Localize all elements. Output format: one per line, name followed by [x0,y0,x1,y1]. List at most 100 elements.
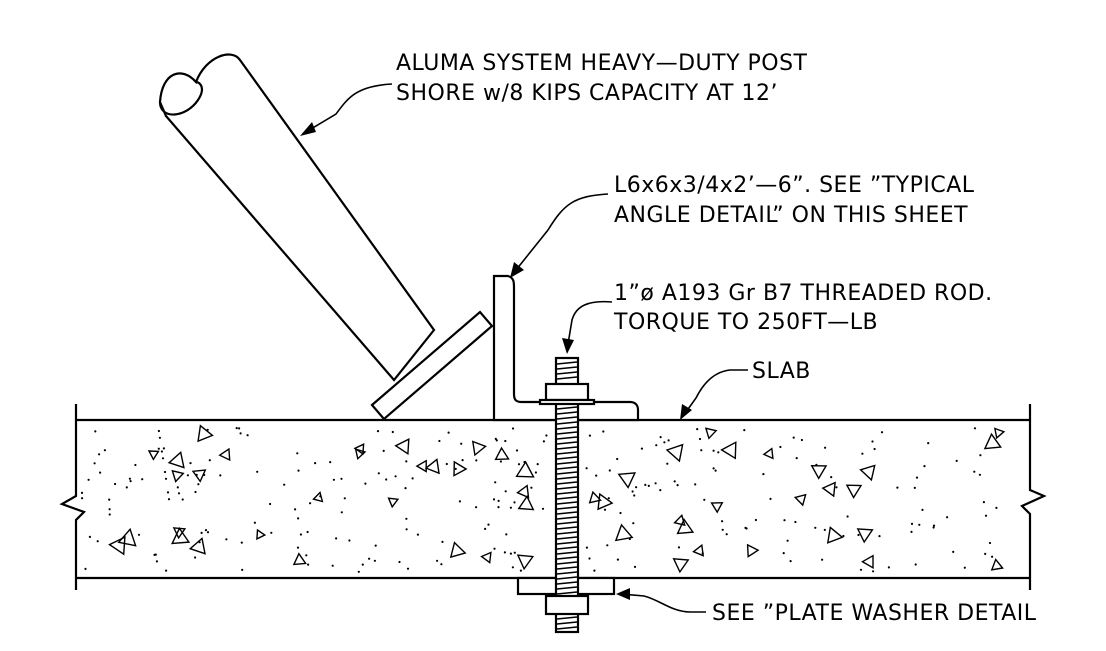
aggregate-dot [914,563,917,566]
aggregate-dot [108,508,111,511]
aggregate-dot [703,498,706,501]
aggregate-dot [932,524,936,527]
post-tube [158,53,436,382]
aggregate-dot [880,431,884,434]
thread-line [556,616,578,620]
post-leader-arrow [300,122,316,136]
aggregate-dot [398,560,401,564]
aggregate-dot [846,515,849,518]
aggregate-dot [157,429,160,433]
aggregate-triangle [256,528,267,541]
rod-label-line2: TORQUE TO 250FT—LB [613,310,878,335]
thread-line [556,626,578,630]
concrete-aggregate-hatch [80,424,1006,574]
aggregate-dot [871,440,874,443]
aggregate-triangle [617,472,637,489]
aggregate-dot [655,444,658,447]
aggregate-dot [973,470,976,473]
aggregate-dot [499,460,502,463]
aggregate-dot [96,540,99,543]
aggregate-triangle [424,458,440,475]
aggregate-dot [769,497,772,500]
aggregate-dot [194,490,197,494]
aggregate-dot [676,484,679,487]
aggregate-dot [659,489,662,492]
aggregate-dot [307,563,310,566]
aggregate-dot [331,564,334,567]
aggregate-dot [666,462,669,465]
aggregate-dot [219,474,222,477]
aggregate-dot [189,462,192,465]
aggregate-dot [511,566,514,569]
aggregate-dot [475,459,478,462]
aggregate-dot [181,498,184,501]
aggregate-dot [447,431,450,434]
aggregate-dot [256,470,259,473]
aggregate-dot [585,467,588,470]
aggregate-dot [783,519,786,522]
thread-line [556,621,578,625]
aggregate-dot [405,528,408,531]
aggregate-dot [635,486,638,489]
aggregate-triangle [312,491,324,503]
aggregate-dot [988,541,992,545]
thread-line [556,581,578,585]
aggregate-dot [955,459,958,462]
rod-leader [567,300,613,345]
aggregate-triangle [983,432,1002,450]
aggregate-dot [497,506,500,509]
aggregate-dot [497,499,500,502]
aggregate-dot [241,568,244,572]
bottom-nut [544,594,590,616]
aggregate-dot [87,478,90,481]
aggregate-dot [794,520,797,524]
aggregate-dot [910,522,914,526]
aggregate-dot [616,558,620,561]
thread-line [556,551,578,555]
thread-line [556,586,578,590]
thread-line [556,561,578,565]
thread-line [556,361,578,365]
aggregate-dot [530,486,533,489]
aggregate-dot [394,475,397,478]
aggregate-dot [923,465,926,468]
thread-line [556,526,578,530]
aggregate-triangle [588,490,602,504]
thread-line [556,421,578,425]
aggregate-dot [335,537,338,540]
aggregate-dot [979,454,982,457]
aggregate-triangle [516,484,530,499]
aggregate-dot [238,427,241,430]
aggregate-dot [910,530,913,534]
aggregate-triangle [218,447,231,462]
aggregate-triangle [353,443,365,456]
aggregate-dot [309,502,312,505]
aggregate-triangle [117,527,137,547]
aggregate-dot [887,566,891,569]
aggregate-dot [177,492,181,495]
aggregate-dot [542,440,546,443]
aggregate-dot [157,447,160,450]
aggregate-dot [513,551,516,554]
aggregate-triangle [710,501,724,514]
aggregate-triangle [821,481,836,498]
annotation-text: ALUMA SYSTEM HEAVY—DUTY POST SHORE w/8 K… [396,51,1036,626]
aggregate-dot [458,500,461,503]
aggregate-dot [963,566,966,569]
aggregate-dot [129,480,132,483]
steel-angle [492,274,640,422]
aggregate-dot [314,462,317,465]
thread-line [556,426,578,430]
aggregate-dot [509,506,512,509]
aggregate-triangle [861,554,874,570]
aggregate-dot [377,472,380,475]
aggregate-dot [984,514,988,517]
aggregate-triangle [597,492,614,511]
top-nut [544,382,590,402]
washer-leader-arrow [616,588,630,600]
aggregate-dot [475,506,478,509]
aggregate-dot [103,449,106,452]
aggregate-triangle [746,543,760,558]
aggregate-triangle [147,450,160,461]
